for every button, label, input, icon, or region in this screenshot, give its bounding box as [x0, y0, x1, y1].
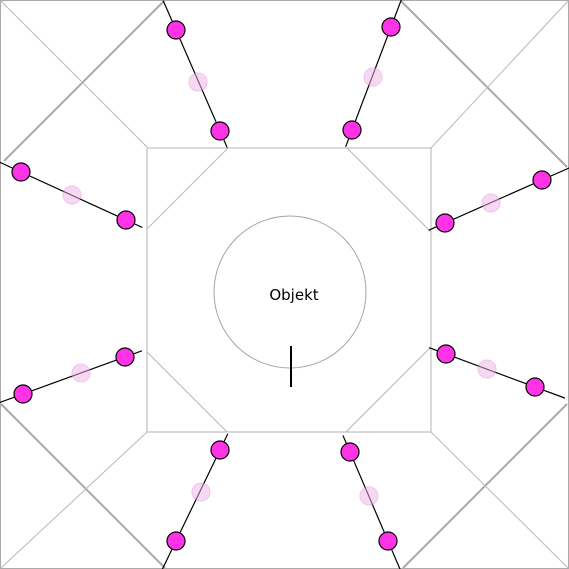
ghost-handle-icon[interactable] — [71, 363, 91, 383]
handle-icon[interactable] — [342, 120, 362, 140]
inner-diagonal-top-right — [346, 147, 432, 233]
diagonal-bottom-left-outer — [0, 431, 148, 569]
diagonal-top-left-outer — [0, 0, 148, 148]
handle-icon[interactable] — [166, 20, 186, 40]
handle-icon[interactable] — [381, 17, 401, 37]
inner-diagonal-bottom-right — [345, 346, 432, 433]
inner-diagonal-bottom-left — [146, 351, 228, 433]
ghost-handle-icon[interactable] — [477, 359, 497, 379]
corner-edge-top-right — [400, 0, 568, 168]
handle-icon[interactable] — [436, 344, 456, 364]
handle-icon[interactable] — [532, 170, 552, 190]
handle-icon[interactable] — [115, 347, 135, 367]
handle-icon[interactable] — [210, 440, 230, 460]
ghost-handle-icon[interactable] — [363, 67, 383, 87]
handle-icon[interactable] — [13, 384, 33, 404]
ghost-handle-icon[interactable] — [191, 482, 211, 502]
handle-icon[interactable] — [340, 442, 360, 462]
ghost-handle-icon[interactable] — [188, 72, 208, 92]
handle-icon[interactable] — [166, 531, 186, 551]
handle-icon[interactable] — [210, 121, 230, 141]
object-label: Objekt — [269, 286, 318, 304]
ghost-handle-icon[interactable] — [359, 486, 379, 506]
corner-edge-top-left — [3, 0, 165, 162]
ghost-handle-icon[interactable] — [481, 193, 501, 213]
handle-icon[interactable] — [11, 162, 31, 182]
handle-icon[interactable] — [525, 377, 545, 397]
diagonal-bottom-right-outer — [430, 431, 569, 569]
inner-square — [146, 147, 432, 433]
handle-icon[interactable] — [435, 213, 455, 233]
corner-edge-bottom-left — [0, 403, 166, 569]
handle-icon[interactable] — [378, 531, 398, 551]
inner-diagonal-top-left — [146, 147, 229, 230]
handle-icon[interactable] — [116, 210, 136, 230]
ghost-handle-icon[interactable] — [62, 185, 82, 205]
diagonal-top-right-outer — [430, 0, 569, 149]
